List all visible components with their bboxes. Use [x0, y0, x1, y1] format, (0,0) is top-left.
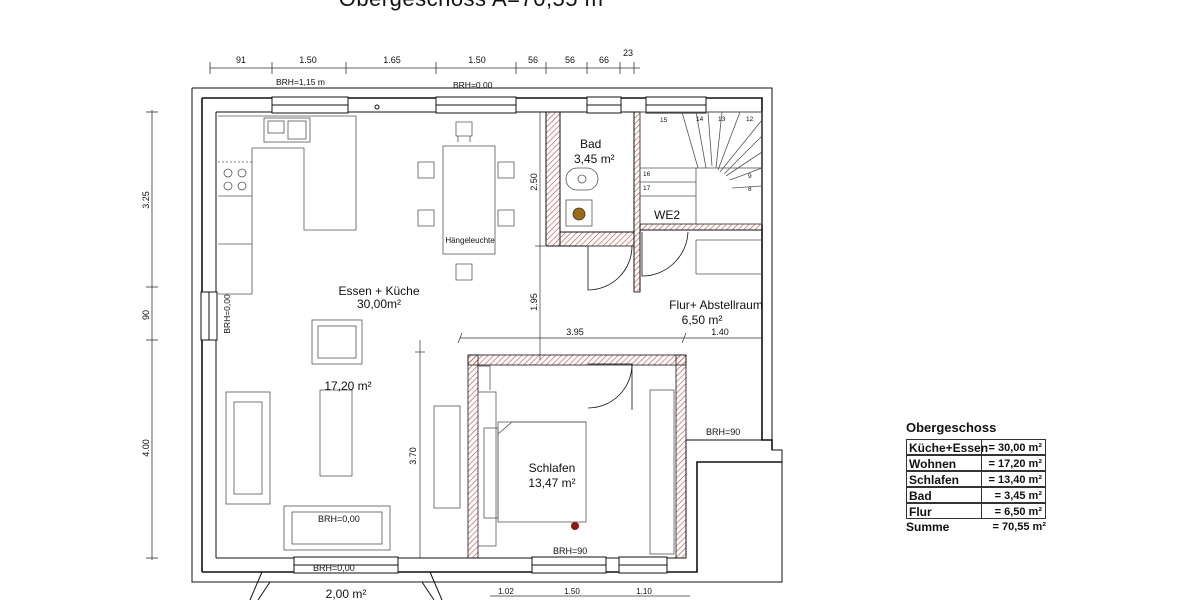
stove-icon [223, 168, 247, 191]
brh-label: BRH=0,00 [318, 514, 360, 524]
inner-dim-label: 1.95 [529, 293, 539, 311]
drain-icon [572, 207, 586, 221]
floor-plan: 91 1.50 1.65 1.50 56 56 66 23 3.25 90 4.… [141, 48, 783, 600]
area-summary-key: Wohnen [906, 455, 981, 471]
room-name-bedroom: Schlafen [529, 461, 576, 475]
top-dim-label: 1.50 [468, 55, 486, 65]
bottom-dim-label: 1.10 [636, 587, 652, 596]
area-summary-key: Flur [906, 503, 981, 519]
area-summary-value: = 6,50 m² [981, 503, 1046, 519]
sink-icon [263, 117, 311, 143]
brh-label: BRH=0,00 [313, 563, 355, 573]
area-summary-row: Schlafen = 13,40 m² [906, 471, 1046, 487]
area-summary-total-row: Summe = 70,55 m² [906, 519, 1046, 535]
brh-label: BRH=90 [553, 546, 587, 556]
area-summary-total-key: Summe [906, 520, 950, 534]
balcony-bay [249, 571, 443, 600]
bottom-dim-label: 1.02 [498, 587, 514, 596]
area-summary-value: = 17,20 m² [981, 455, 1046, 471]
outer-walls [191, 87, 783, 583]
inner-dim-label: 3.70 [408, 447, 418, 465]
dining-table [417, 121, 515, 281]
brh-label: BRH=0,00 [222, 294, 232, 334]
top-dim-label: 23 [623, 48, 633, 58]
room-area-living: 17,20 m² [324, 379, 371, 393]
stair-number: 13 [718, 116, 726, 123]
living-furniture [225, 319, 461, 551]
top-dim-label: 91 [236, 55, 246, 65]
top-dim-label: 1.50 [299, 55, 317, 65]
area-summary-row: Wohnen = 17,20 m² [906, 455, 1046, 471]
bathroom-wall-hatch [545, 111, 561, 247]
stair-number: 12 [746, 116, 754, 123]
socket-dot [571, 522, 579, 530]
room-area-kitchen: 30,00m² [357, 297, 401, 311]
left-dimension-chain [146, 110, 158, 560]
bedroom-wall-hatch [467, 354, 479, 559]
windows [200, 96, 707, 574]
inner-dim-label: 1.40 [711, 327, 729, 337]
area-summary-row: Bad = 3,45 m² [906, 487, 1046, 503]
left-dim-label: 4.00 [141, 439, 151, 457]
bedroom-wall-hatch [467, 354, 687, 366]
area-summary-total-value: = 70,55 m² [992, 521, 1046, 533]
bottom-dim-label: 1.50 [564, 587, 580, 596]
bathroom-wall-hatch [559, 231, 635, 247]
stair-number: 16 [643, 171, 651, 178]
room-area-bath: 3,45 m² [574, 152, 615, 166]
top-dim-label: 66 [599, 55, 609, 65]
brh-label: BRH=0,00 [453, 80, 493, 90]
stair-number: 9 [748, 173, 752, 180]
ceiling-light-dot [374, 104, 380, 110]
room-name-bath: Bad [580, 137, 601, 151]
room-area-balcony: 2,00 m² [326, 587, 367, 600]
area-summary-key: Bad [906, 487, 981, 503]
bathroom-fixtures [565, 167, 599, 227]
room-area-hall: 6,50 m² [682, 313, 723, 327]
room-name-kitchen: Essen + Küche [338, 284, 419, 298]
top-dim-label: 56 [565, 55, 575, 65]
top-dim-label: 56 [528, 55, 538, 65]
room-label-we2: WE2 [654, 208, 680, 222]
stair-wall-hatch [639, 223, 763, 231]
stair-number: 17 [643, 185, 651, 192]
brh-label: BRH=1,15 m [276, 77, 325, 87]
area-summary-title: Obergeschoss [906, 420, 997, 435]
bedroom-furniture [477, 365, 675, 555]
area-summary-value: = 3,45 m² [981, 487, 1046, 503]
lamp-label: Hängeleuchte [445, 236, 495, 245]
area-summary-value: = 30,00 m² [981, 439, 1046, 455]
area-summary-value: = 13,40 m² [981, 471, 1046, 487]
stair-number: 8 [748, 186, 752, 193]
stair-number: 15 [660, 117, 668, 124]
area-summary-row: Küche+Essen = 30,00 m² [906, 439, 1046, 455]
inner-dimensions [415, 112, 762, 558]
room-area-bedroom: 13,47 m² [528, 476, 575, 490]
area-summary-row: Flur = 6,50 m² [906, 503, 1046, 519]
stair-number: 14 [696, 116, 704, 123]
area-summary-key: Schlafen [906, 471, 981, 487]
kitchen-counter [218, 115, 357, 295]
staircase [639, 111, 763, 275]
bedroom-wall-hatch [675, 354, 687, 559]
left-dim-label: 3.25 [141, 191, 151, 209]
bathroom-wall-hatch [633, 111, 641, 293]
door-swings [587, 231, 689, 410]
top-dimension-chain [209, 62, 640, 74]
top-dim-label: 1.65 [383, 55, 401, 65]
area-summary-key: Küche+Essen [906, 439, 988, 455]
room-name-hall: Flur+ Abstellraum [669, 298, 763, 312]
inner-dim-label: 3.95 [566, 327, 584, 337]
left-dim-label: 90 [141, 310, 151, 320]
plan-title: Obergeschoss A=70,55 m² [0, 0, 950, 12]
area-summary-table: Obergeschoss Küche+Essen = 30,00 m² Wohn… [906, 420, 1046, 535]
inner-dim-label: 2.50 [529, 173, 539, 191]
brh-label: BRH=90 [706, 427, 740, 437]
